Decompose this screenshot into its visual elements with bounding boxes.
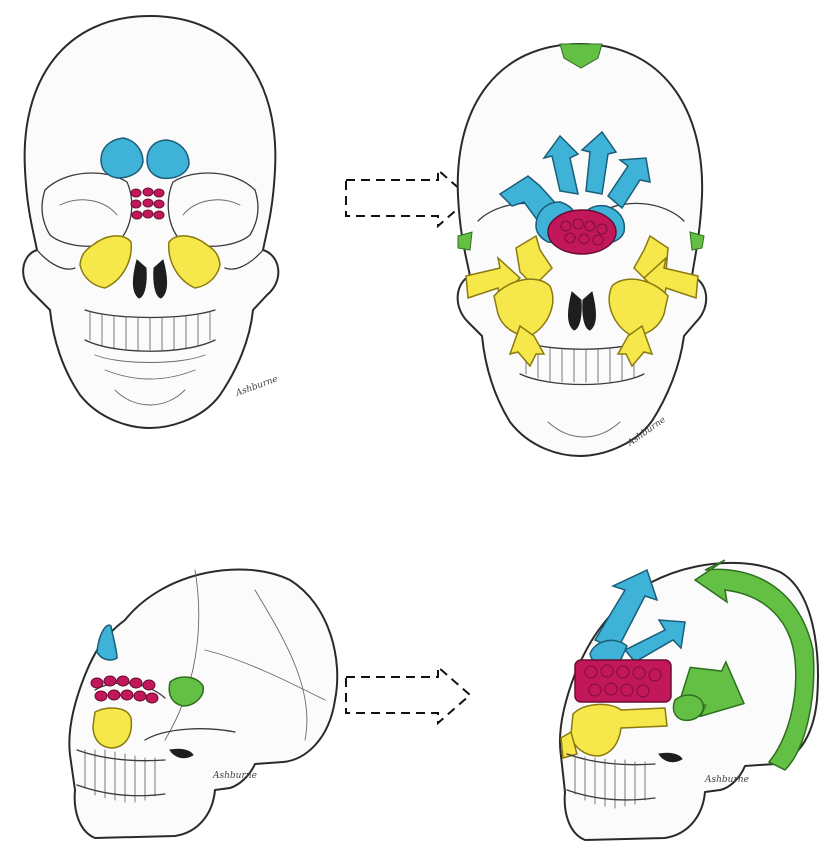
lateral-skull-after: Ashburne: [555, 550, 821, 843]
skull-outline: [23, 16, 278, 428]
artist-signature: Ashburne: [234, 374, 280, 399]
ethmoid-cells: [131, 188, 164, 219]
maxillary-sinus: [93, 708, 131, 748]
artist-signature: Ashburne: [212, 771, 257, 781]
artist-signature: Ashburne: [704, 775, 749, 785]
frontal-skull-before: Ashburne: [5, 10, 295, 430]
lateral-skull-before: Ashburne: [55, 550, 345, 840]
skull-outline: [69, 569, 337, 838]
transition-arrow-bottom: [342, 665, 482, 725]
frontal-skull-after: Ashburne: [440, 36, 730, 466]
